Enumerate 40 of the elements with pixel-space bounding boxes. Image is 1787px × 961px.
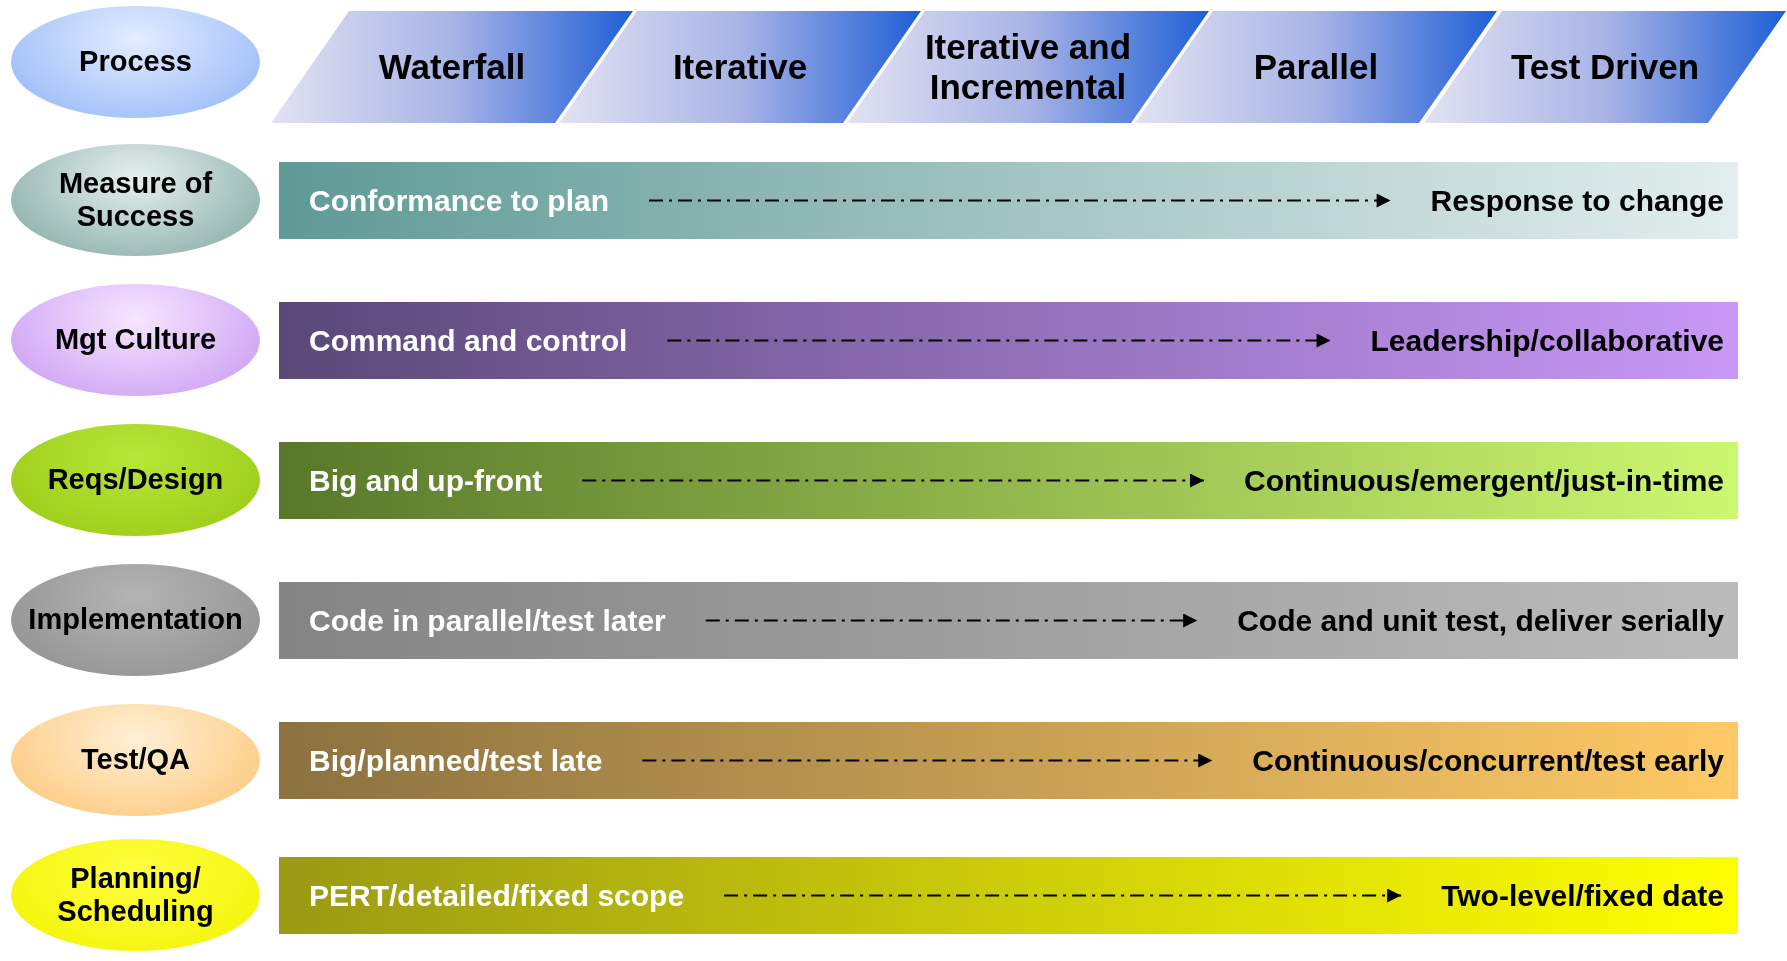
parallelogram-banner (271, 11, 633, 123)
band-label: Big/planned/test late (309, 743, 603, 778)
gradient-band (279, 722, 1738, 799)
band-label: Code and unit test, deliver serially (1237, 603, 1724, 638)
dash-dot-arrow (666, 333, 1332, 348)
band-label: Code in parallel/test later (309, 603, 666, 638)
gradient-band (279, 162, 1738, 239)
dash-dot-arrow (704, 613, 1199, 628)
gradient-band (279, 302, 1738, 379)
band-label: PERT/detailed/fixed scope (309, 878, 685, 913)
category-ellipse: Measure of Success (11, 144, 260, 256)
dash-dot-arrow (648, 193, 1392, 208)
dash-dot-arrow (581, 473, 1205, 488)
banner-label: Iterative (672, 46, 808, 88)
banner-label: Test Driven (1511, 46, 1699, 88)
gradient-band (279, 442, 1738, 519)
band-label: Leadership/collaborative (1370, 323, 1724, 358)
category-ellipse: Mgt Culture (11, 284, 260, 396)
dash-dot-arrow (723, 888, 1403, 903)
band-label: Two-level/fixed date (1441, 878, 1724, 913)
band-label: Response to change (1430, 183, 1724, 218)
parallelogram-banner (559, 11, 921, 123)
category-ellipse: Process (11, 6, 260, 118)
band-label: Big and up-front (309, 463, 543, 498)
parallelogram-banner (1135, 11, 1497, 123)
gradient-band (279, 857, 1738, 934)
banner-label: Waterfall (378, 46, 526, 88)
category-ellipse: Planning/ Scheduling (11, 839, 260, 951)
category-ellipse: Implementation (11, 564, 260, 676)
gradient-band (279, 582, 1738, 659)
banner-label: Parallel (1253, 46, 1379, 88)
category-ellipse: Reqs/Design (11, 424, 260, 536)
band-label: Continuous/emergent/just-in-time (1244, 463, 1724, 498)
banner-label: Iterative and Incremental (923, 26, 1133, 108)
dash-dot-arrow (641, 753, 1214, 768)
parallelogram-banner (1424, 11, 1786, 123)
band-label: Continuous/concurrent/test early (1252, 743, 1724, 778)
band-label: Conformance to plan (309, 183, 609, 218)
band-label: Command and control (309, 323, 628, 358)
category-ellipse: Test/QA (11, 704, 260, 816)
